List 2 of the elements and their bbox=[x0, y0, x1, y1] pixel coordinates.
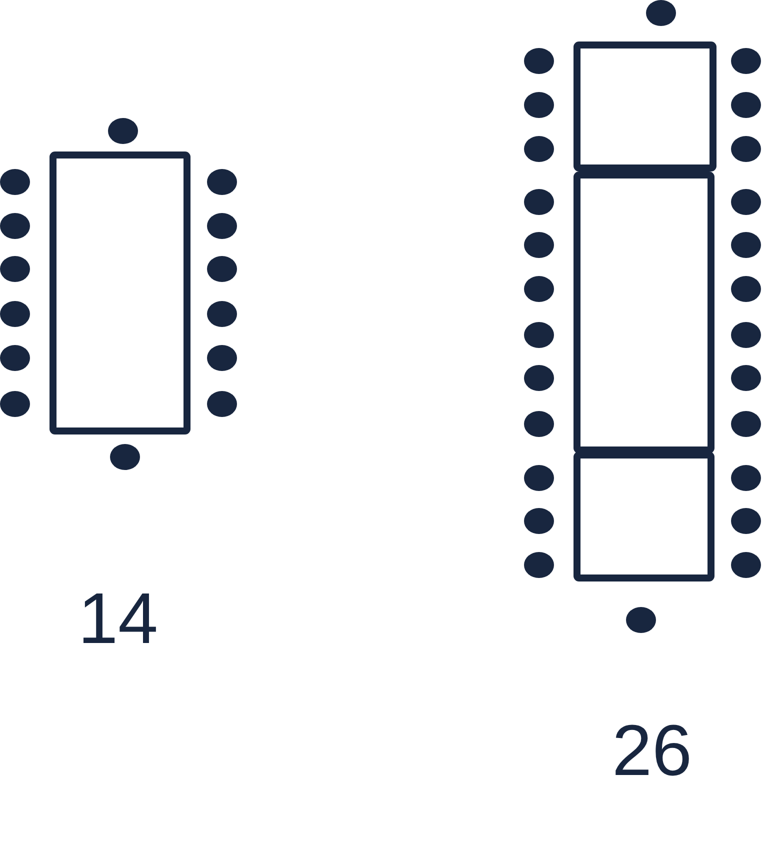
guest-count: 14 bbox=[78, 583, 158, 655]
guest-count: 26 bbox=[612, 715, 692, 787]
